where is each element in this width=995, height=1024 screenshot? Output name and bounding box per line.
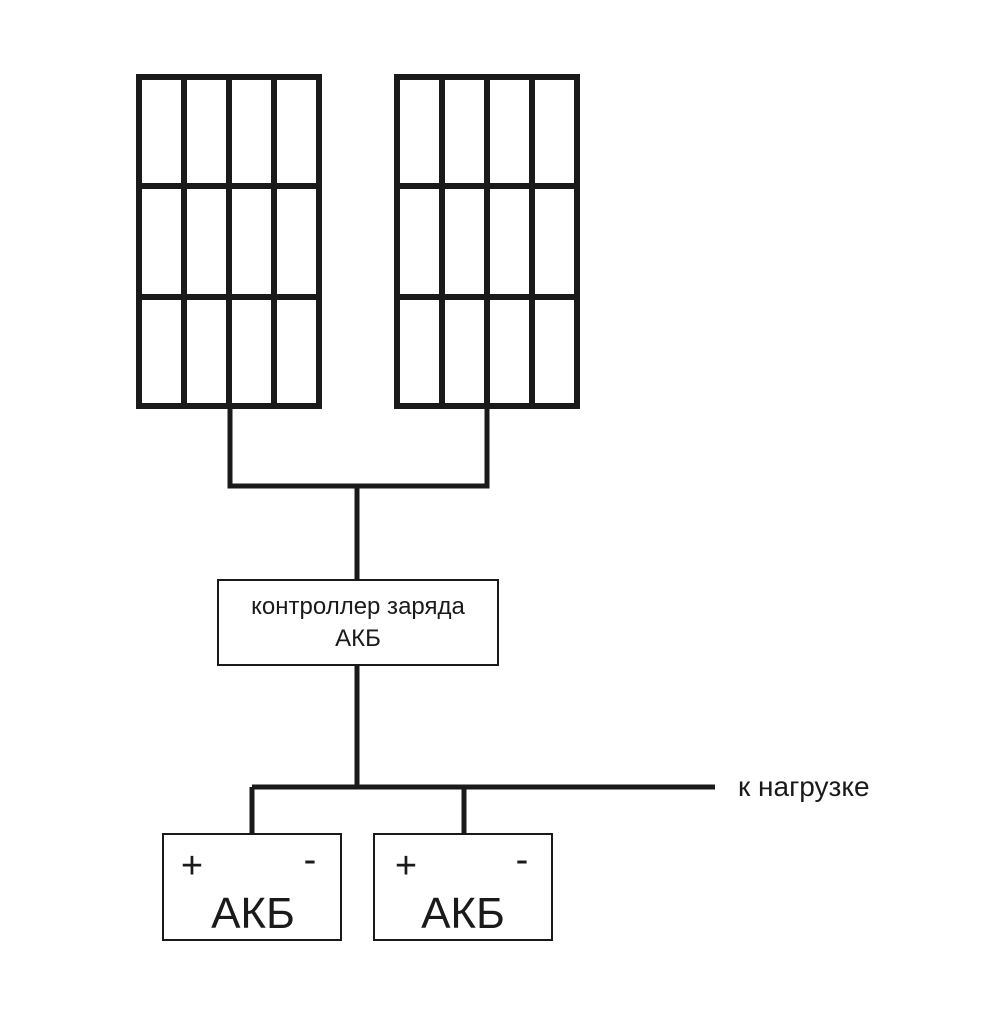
charge-controller: контроллер заряда АКБ [217,579,499,666]
solar-panel-left [136,74,322,409]
panel-wiring [227,406,490,580]
battery-label: АКБ [421,889,505,938]
battery-wiring [249,665,715,833]
solar-panel-right [394,74,580,409]
controller-box [217,579,499,666]
battery-1: + - АКБ [162,833,342,941]
battery-minus-terminal: - [304,839,317,881]
battery-minus-terminal: - [516,839,529,881]
panel-connection-wire [227,406,490,489]
load-label: к нагрузке [738,771,870,802]
battery-box [373,833,553,941]
battery-2: + - АКБ [373,833,553,941]
controller-label-line1: контроллер заряда [251,593,465,620]
controller-label-line2: АКБ [335,625,381,652]
battery-plus-terminal: + [395,845,417,887]
battery-label: АКБ [211,889,295,938]
battery-plus-terminal: + [181,845,203,887]
battery-box [162,833,342,941]
